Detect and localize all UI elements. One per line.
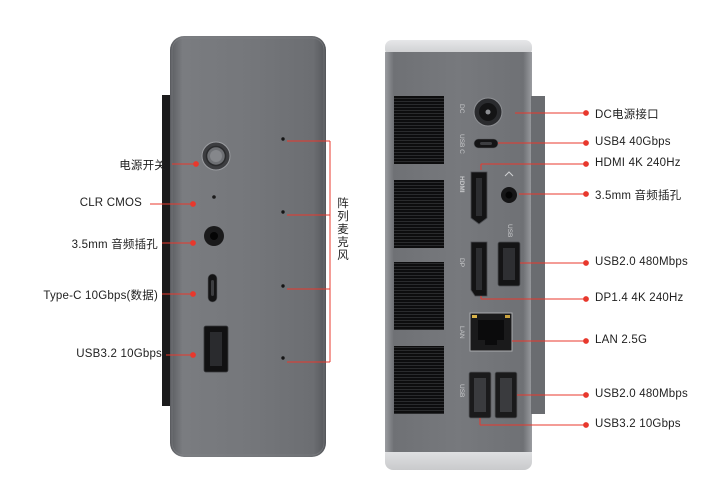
port-label-hdmi: HDMI <box>458 176 465 193</box>
left-device-body <box>170 36 326 457</box>
lan-port <box>469 312 513 352</box>
clr-cmos-hole <box>212 195 216 199</box>
callout-dp: DP1.4 4K 240Hz <box>595 292 684 304</box>
callout-clr-cmos: CLR CMOS <box>79 197 142 209</box>
dp-port <box>470 241 488 297</box>
left-callout-lines <box>150 140 331 363</box>
callout-power-switch: 电源开关 <box>119 160 166 172</box>
callout-dc-power: DC电源接口 <box>595 109 659 121</box>
right-device: DC USB C HDMI DP USB LAN USB <box>385 40 545 470</box>
port-label-lan: LAN <box>458 326 465 339</box>
vent-grill <box>394 180 444 248</box>
usb32-port <box>203 325 229 373</box>
left-device <box>162 36 326 457</box>
port-silkscreen: DC USB C HDMI DP USB LAN USB <box>458 104 513 397</box>
right-callout-lines <box>479 110 589 428</box>
callout-usb20-b: USB2.0 480Mbps <box>595 388 688 400</box>
usb-dual-bottom <box>468 371 518 419</box>
hdmi-port <box>470 171 488 225</box>
type-c-port <box>207 273 218 303</box>
audio-jack-port <box>204 226 224 246</box>
mic-hole <box>281 137 285 141</box>
vent-grill <box>394 96 444 164</box>
callout-hdmi: HDMI 4K 240Hz <box>595 157 681 169</box>
vent-grill <box>394 346 444 414</box>
mic-hole <box>281 210 285 214</box>
callout-lan: LAN 2.5G <box>595 334 648 346</box>
right-device-side <box>531 96 545 414</box>
port-label-dc: DC <box>458 104 465 114</box>
callout-usb32-right: USB3.2 10Gbps <box>595 418 681 430</box>
callout-array-mic: 阵列麦克风 <box>337 198 349 262</box>
usb4-port <box>473 138 499 149</box>
mic-hole <box>281 356 285 360</box>
usb20-port <box>497 241 521 287</box>
callout-audio-jack-right: 3.5mm 音频插孔 <box>595 190 682 202</box>
vent-grill <box>394 262 444 330</box>
port-label-dp: DP <box>458 258 465 267</box>
port-label-usb-bottom: USB <box>458 384 465 397</box>
port-label-usbc: USB C <box>458 134 465 154</box>
power-button-port <box>201 141 231 171</box>
mic-hole <box>281 284 285 288</box>
callout-audio-jack: 3.5mm 音频插孔 <box>71 239 158 251</box>
dc-power-port <box>473 97 503 127</box>
callout-usb32: USB3.2 10Gbps <box>76 348 162 360</box>
audio-jack-port <box>501 171 517 203</box>
callout-type-c: Type-C 10Gbps(数据) <box>43 290 158 302</box>
callout-usb20-a: USB2.0 480Mbps <box>595 256 688 268</box>
port-label-usb: USB <box>506 224 513 237</box>
callout-usb4: USB4 40Gbps <box>595 136 671 148</box>
